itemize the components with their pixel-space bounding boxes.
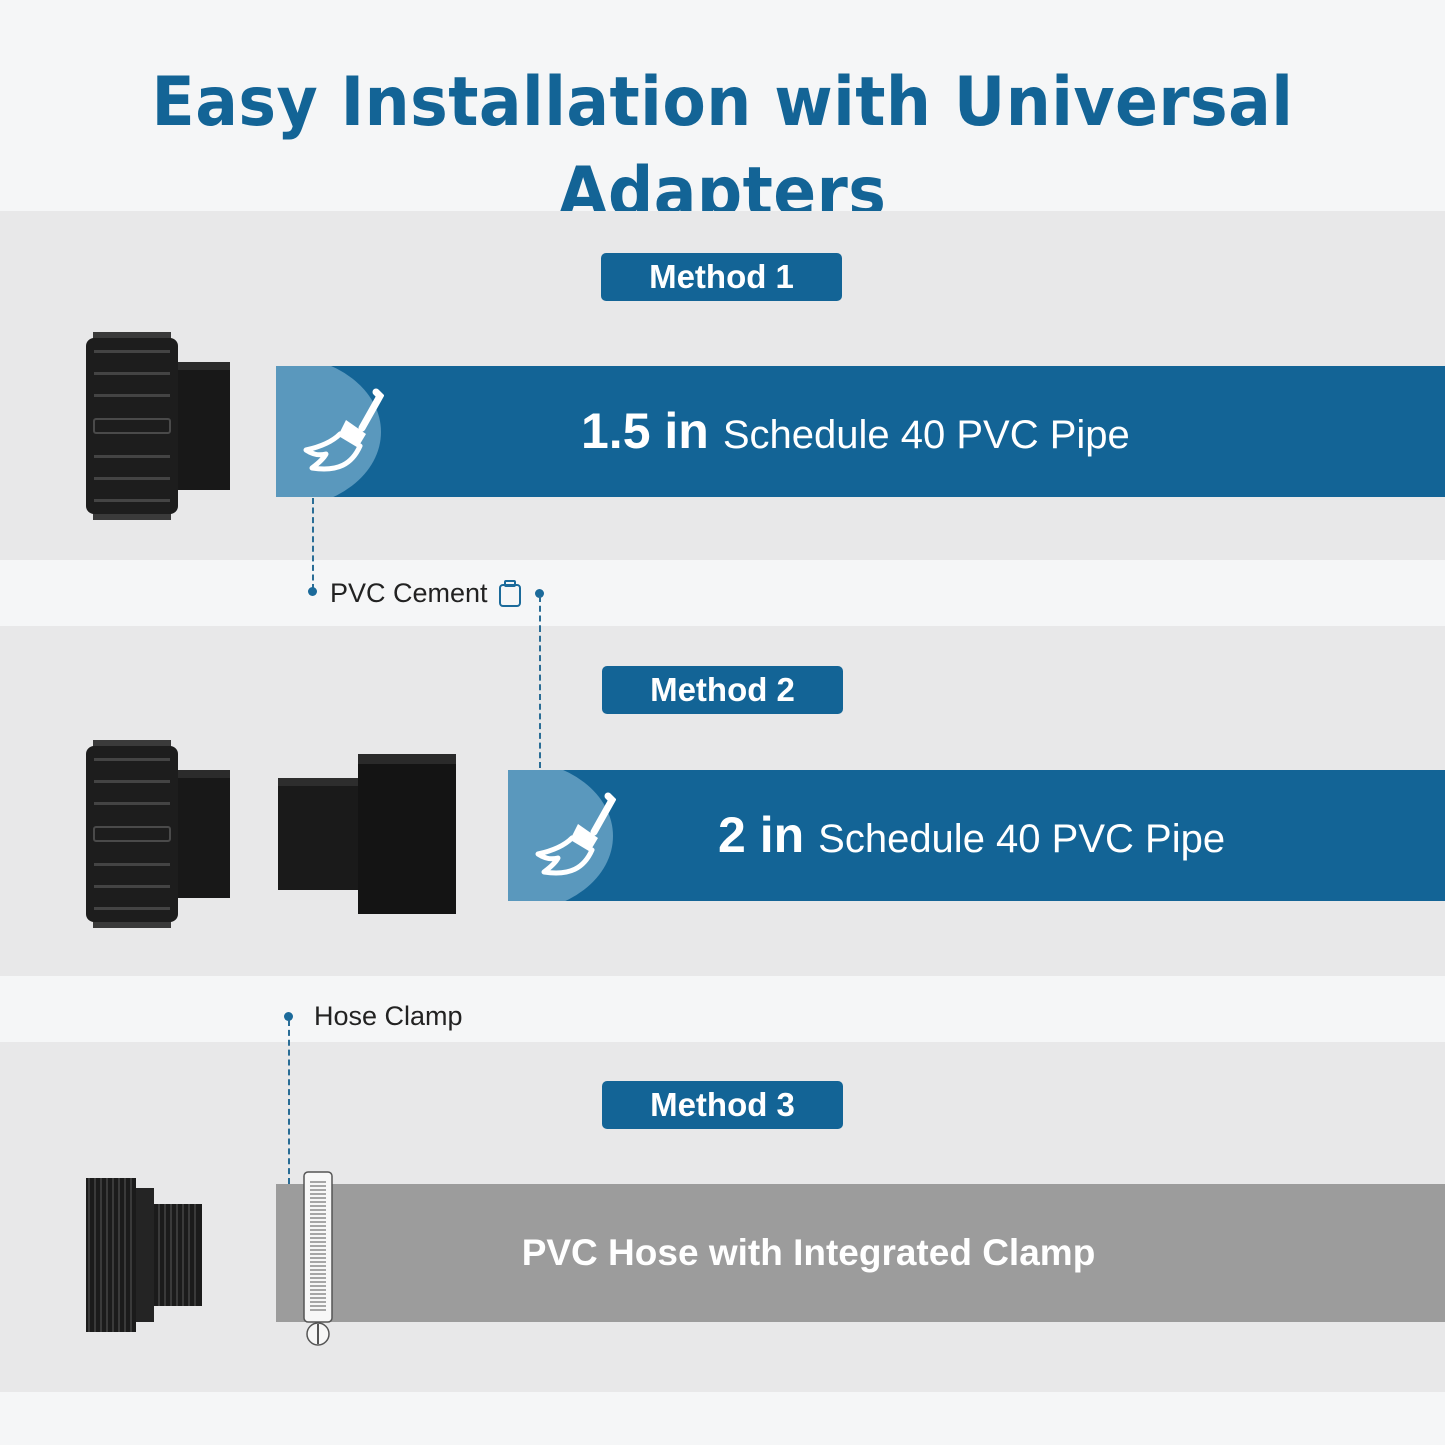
method-3-badge: Method 3 [602,1081,843,1129]
hose-clamp-icon [303,1171,333,1346]
pipe-description: Schedule 40 PVC Pipe [818,817,1226,861]
clamp-leader-line [288,1020,290,1184]
union-fitting-1 [86,332,230,520]
cement-can-icon [499,580,521,607]
page-title: Easy Installation with Universal Adapter… [151,63,1294,232]
pipe-size: 1.5 in [581,403,709,459]
pvc-hose: PVC Hose with Integrated Clamp [276,1184,1445,1322]
method-1-badge: Method 1 [601,253,842,301]
pipe-size: 2 in [718,807,805,863]
hose-clamp-label: Hose Clamp [314,1001,463,1031]
cement-leader-line-2-over [539,626,541,768]
broom-icon [303,388,384,472]
pipe-description: Schedule 40 PVC Pipe [722,413,1130,457]
pvc-cement-label: PVC Cement [330,578,488,608]
broom-icon [535,792,616,876]
threaded-adapter [86,1178,202,1332]
pipe-2-in: 2 in Schedule 40 PVC Pipe [508,770,1445,901]
method-2-badge: Method 2 [602,666,843,714]
hose-description: PVC Hose with Integrated Clamp [521,1232,1096,1273]
cement-leader-line-1 [312,498,314,590]
reducer-adapter [278,754,456,914]
cement-leader-dot-2 [535,589,544,598]
clamp-leader-dot [284,1012,293,1021]
cement-leader-dot-1 [308,587,317,596]
pipe-1-5-in: 1.5 in Schedule 40 PVC Pipe [276,366,1445,497]
union-fitting-2 [86,740,230,928]
